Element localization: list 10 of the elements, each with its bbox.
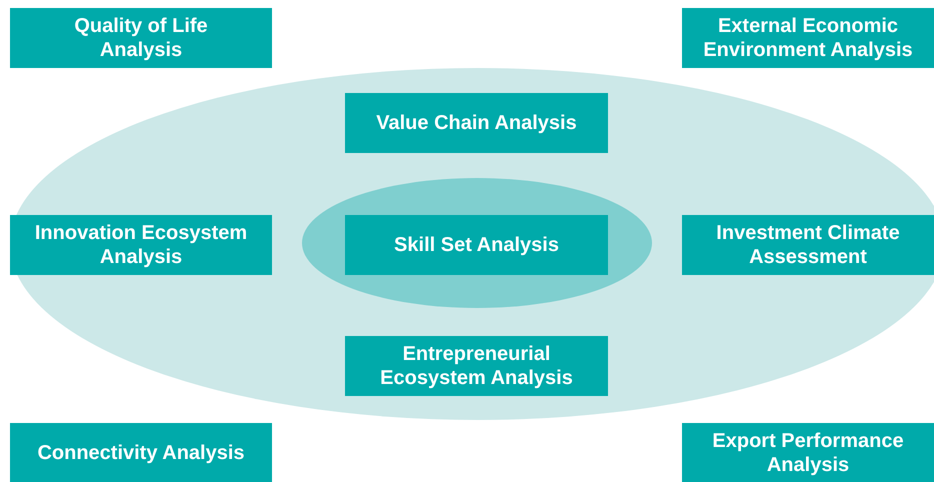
category-box: Connectivity Analysis xyxy=(10,423,272,482)
category-box: Innovation Ecosystem Analysis xyxy=(10,215,272,275)
category-box: Export Performance Analysis xyxy=(682,423,934,482)
category-box: Investment Climate Assessment xyxy=(682,215,934,275)
category-box: Skill Set Analysis xyxy=(345,215,608,275)
category-box: External Economic Environment Analysis xyxy=(682,8,934,68)
category-box: Entrepreneurial Ecosystem Analysis xyxy=(345,336,608,396)
ellipse-region xyxy=(10,68,934,420)
category-box: Quality of Life Analysis xyxy=(10,8,272,68)
category-box: Value Chain Analysis xyxy=(345,93,608,153)
